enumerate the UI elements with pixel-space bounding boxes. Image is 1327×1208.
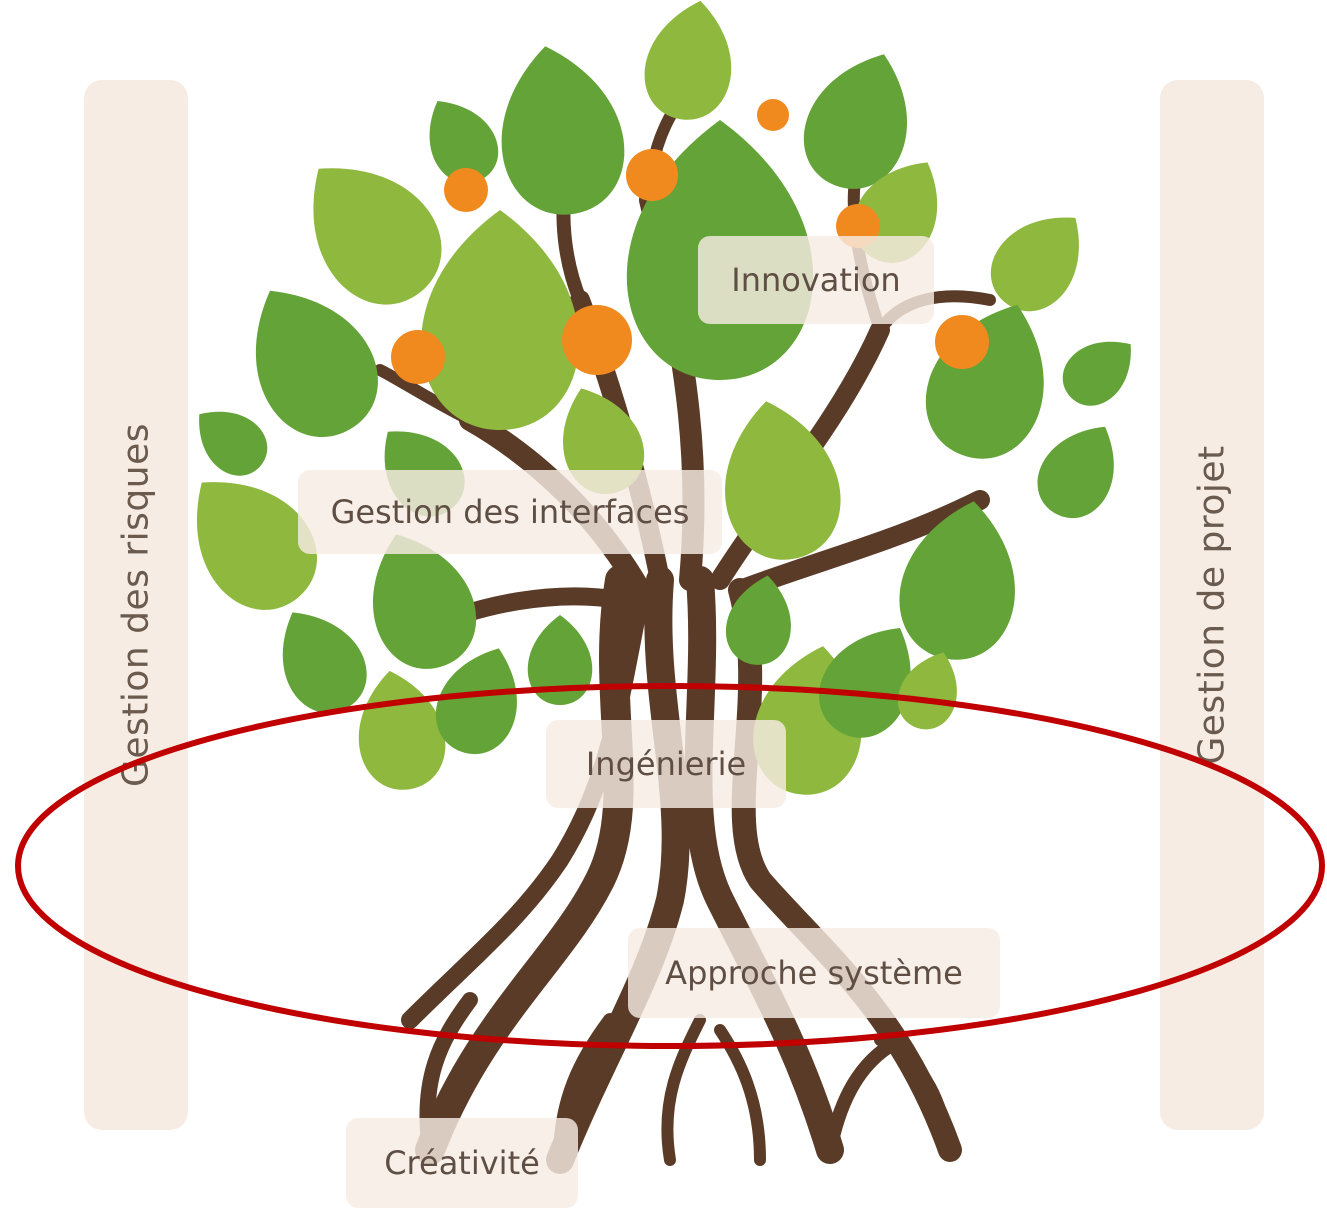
leaf [421, 210, 579, 430]
orange-fruit [562, 305, 632, 375]
leaf [1037, 426, 1114, 519]
orange-fruit [935, 315, 989, 369]
leaf [429, 101, 499, 184]
leaf [899, 501, 1015, 660]
leaf [563, 388, 645, 494]
leaf [725, 401, 841, 560]
leaf [255, 290, 378, 437]
leaf [527, 615, 593, 705]
leaf [313, 168, 442, 305]
tag-ingenierie: Ingénierie [546, 720, 786, 808]
leaf [644, 0, 732, 120]
leaf [1062, 341, 1131, 406]
tree-leaves [196, 0, 1131, 795]
leaf [990, 217, 1079, 312]
orange-fruit [757, 99, 789, 131]
leaf [199, 411, 268, 476]
tag-creativite: Créativité [346, 1118, 578, 1208]
leaf [725, 575, 791, 665]
orange-fruit [391, 330, 445, 384]
tree-fruits [391, 99, 989, 384]
leaf [501, 46, 625, 215]
leaf [372, 534, 477, 669]
tag-gestion-des-interfaces: Gestion des interfaces [298, 470, 722, 554]
leaf [282, 612, 367, 713]
leaf [803, 54, 908, 189]
orange-fruit [626, 149, 678, 201]
orange-fruit [444, 168, 488, 212]
tag-approche-systeme: Approche système [628, 928, 1000, 1018]
leaf [196, 482, 317, 610]
tag-innovation: Innovation [698, 236, 934, 324]
